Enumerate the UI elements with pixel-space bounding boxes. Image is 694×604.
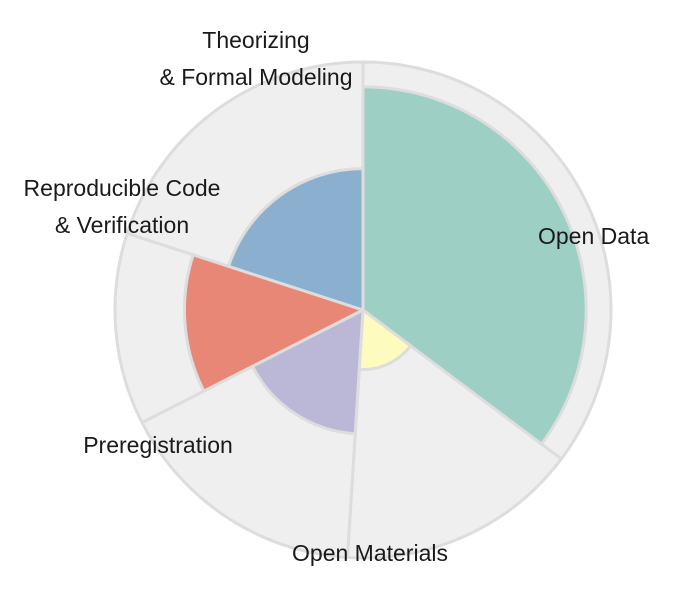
- label-theorizing-formal-modeling: Theorizing & Formal Modeling: [159, 27, 352, 90]
- wedge-open-materials: [357, 308, 413, 371]
- label-line: Reproducible Code: [24, 175, 221, 201]
- background-sector-open-materials: [345, 308, 563, 560]
- wedge-preregistration: [251, 308, 365, 436]
- label-open-data: Open Data: [538, 223, 649, 249]
- label-line: Preregistration: [83, 432, 233, 458]
- wedge-open-data: [361, 85, 588, 446]
- wedge-reproducible-code-verification: [182, 253, 365, 393]
- label-line: & Formal Modeling: [159, 64, 352, 90]
- label-line: & Verification: [55, 212, 189, 238]
- label-line: Open Data: [538, 223, 649, 249]
- label-reproducible-code-verification: Reproducible Code & Verification: [24, 175, 221, 238]
- label-line: Theorizing: [202, 27, 309, 53]
- label-line: Open Materials: [292, 540, 448, 566]
- wedge-theorizing-formal-modeling: [227, 167, 365, 312]
- label-preregistration: Preregistration: [83, 432, 233, 458]
- label-open-materials: Open Materials: [292, 540, 448, 566]
- wedges: [182, 85, 588, 446]
